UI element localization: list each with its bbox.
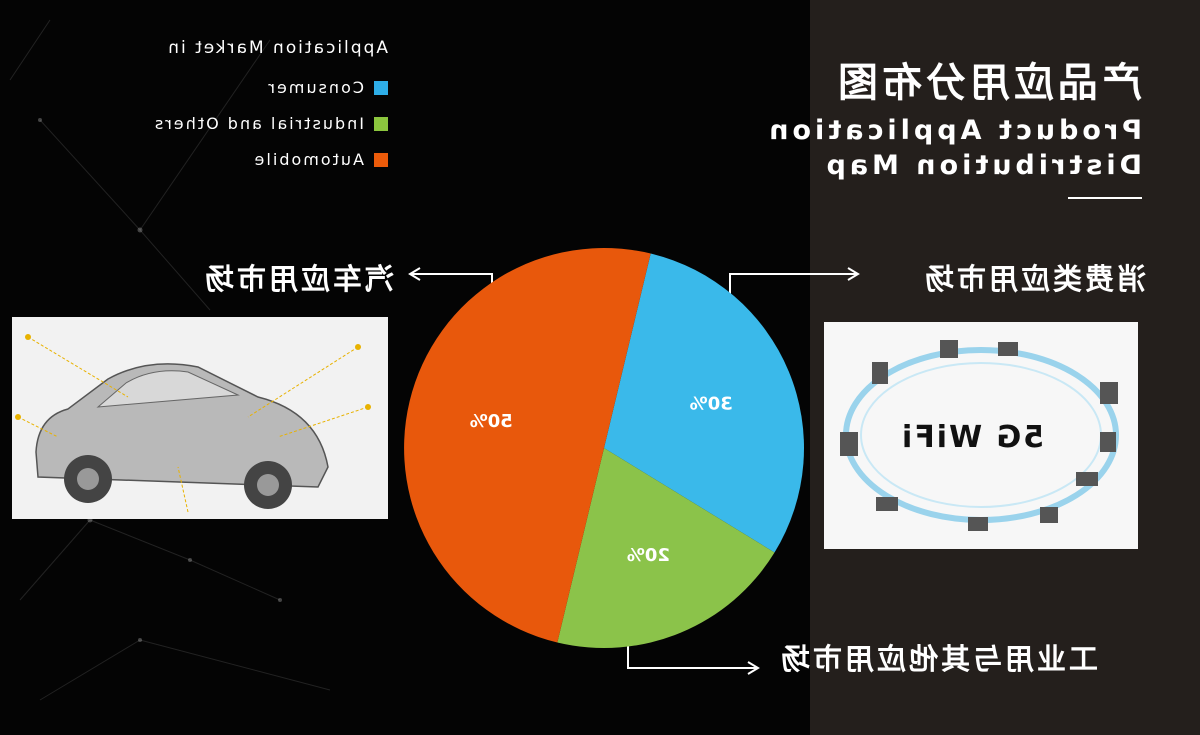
pie-slice-automobile bbox=[404, 248, 651, 643]
wifi-illustration bbox=[824, 322, 1138, 549]
automobile-image bbox=[12, 317, 388, 519]
wifi-image-text: 5G WiFi bbox=[900, 420, 1045, 455]
wifi-ecosystem-image bbox=[824, 322, 1138, 549]
arrow-industrial-head bbox=[747, 661, 760, 675]
arrow-automobile-head bbox=[408, 267, 421, 281]
pie-label-automobile: 50% bbox=[470, 411, 513, 432]
pie-label-consumer: 30% bbox=[690, 394, 733, 415]
car-illustration bbox=[12, 317, 388, 519]
pie-slice-consumer bbox=[604, 253, 804, 553]
pie-slice-industrial bbox=[557, 448, 775, 649]
arrow-consumer-head bbox=[847, 267, 860, 281]
pie-label-industrial: 20% bbox=[627, 545, 670, 566]
